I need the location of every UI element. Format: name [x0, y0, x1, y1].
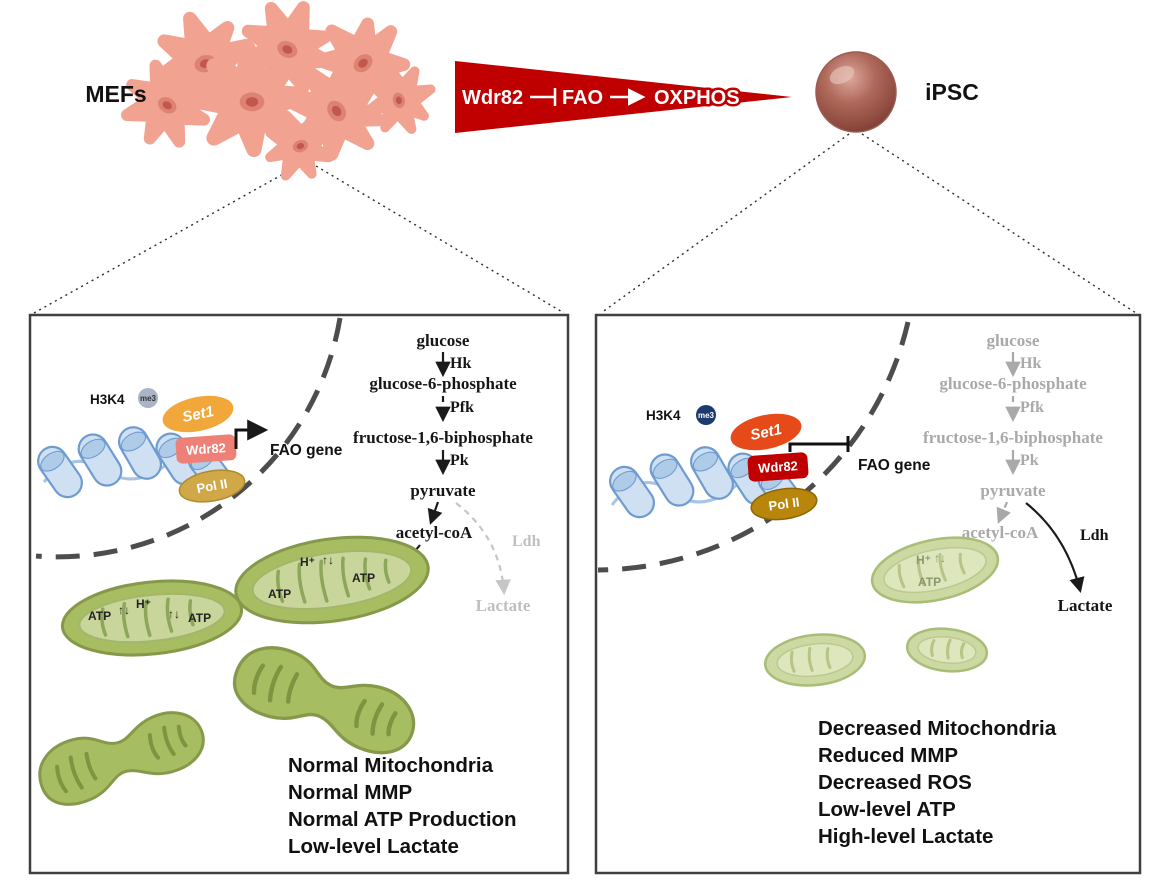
- proton-flux-arrows: ↑↓: [118, 603, 130, 617]
- mef-cell-cluster: [113, 0, 439, 185]
- summary-line: Decreased ROS: [818, 771, 972, 794]
- me3-label: me3: [140, 394, 157, 403]
- wedge-fao-label: FAO: [562, 87, 603, 109]
- wdr82-protein: Wdr82: [747, 452, 809, 482]
- ipsc-label: iPSC: [925, 79, 979, 105]
- pol2-protein: Pol II: [750, 487, 818, 521]
- atp-label: ATP: [352, 571, 375, 585]
- wdr82-label: Wdr82: [186, 440, 227, 458]
- zoom-connector-lines: [33, 133, 1137, 314]
- pk-label: Pk: [1020, 452, 1039, 469]
- transcription-start-arrow: [234, 419, 269, 449]
- hk-label: Hk: [1020, 355, 1041, 372]
- connector-right-b: [861, 133, 1137, 314]
- h-plus-label: H⁺: [136, 597, 151, 611]
- h-plus-label: H⁺: [916, 553, 931, 567]
- summary-line: Low-level Lactate: [288, 835, 459, 858]
- ldh-label: Ldh: [1080, 527, 1109, 544]
- proton-flux-arrows: ↑↓: [322, 553, 334, 567]
- ipsc-detail-panel: [594, 313, 1142, 875]
- f16bp-label: fructose-1,6-biphosphate: [923, 428, 1103, 447]
- g6p-label: glucose-6-phosphate: [369, 374, 517, 393]
- h3k4-label: H3K4: [90, 392, 125, 407]
- pfk-label: Pfk: [450, 399, 474, 416]
- chromatin-left: H3K4 me3 Set1 Wdr82 Pol II FAO gene: [31, 388, 343, 504]
- acetyl-coa-label: acetyl-coA: [396, 523, 473, 542]
- glucose-label: glucose: [987, 331, 1040, 350]
- set1-label: Set1: [181, 403, 216, 426]
- mitochondrion: [870, 536, 1000, 604]
- me3-badge: [138, 388, 158, 408]
- connector-right-a: [600, 133, 850, 314]
- ldh-label: Ldh: [512, 533, 541, 550]
- wedge-wdr82-label: Wdr82: [462, 87, 523, 109]
- atp-label: ATP: [188, 611, 211, 625]
- ipsc-highlight: [829, 65, 855, 85]
- summary-left: Normal Mitochondria Normal MMP Normal AT…: [288, 754, 517, 858]
- mitochondrion: [60, 579, 244, 657]
- proton-flux-arrows: ↑↓: [934, 551, 946, 565]
- summary-line: Normal Mitochondria: [288, 754, 494, 777]
- connector-left-b: [310, 162, 565, 314]
- pfk-label: Pfk: [1020, 399, 1044, 416]
- set1-label: Set1: [749, 421, 784, 444]
- lactate-label: Lactate: [476, 596, 531, 615]
- glycolysis-left: glucose Hk glucose-6-phosphate Pfk fruct…: [353, 331, 541, 615]
- fao-gene-label: FAO gene: [858, 457, 931, 474]
- pol2-protein: Pol II: [178, 469, 246, 503]
- set1-protein: Set1: [730, 413, 802, 451]
- summary-line: Low-level ATP: [818, 798, 956, 821]
- wdr82-protein: Wdr82: [175, 434, 237, 464]
- h3k4-label: H3K4: [646, 408, 681, 423]
- ipsc-cell: [815, 51, 897, 133]
- glucose-label: glucose: [417, 331, 470, 350]
- proton-flux-arrows: ↑↓: [168, 607, 180, 621]
- mitochondria-left: H⁺ ↑↓ ATP ATP ATP ↑↓ H⁺ ↑↓ ATP: [28, 535, 430, 818]
- arrow-ldh: [455, 502, 511, 596]
- arrow-ldh: [1025, 502, 1085, 593]
- ipsc-sphere: [815, 51, 897, 133]
- lactate-label: Lactate: [1058, 596, 1113, 615]
- arrow-pyruvate-acetyl: [427, 501, 443, 525]
- reprogramming-wedge: Wdr82 FAO OXPHOS: [455, 61, 792, 133]
- set1-protein: Set1: [162, 395, 234, 433]
- atp-label: ATP: [268, 587, 291, 601]
- summary-line: Reduced MMP: [818, 744, 958, 767]
- mitochondrion: [905, 627, 989, 673]
- summary-line: Decreased Mitochondria: [818, 717, 1057, 740]
- fao-gene-label: FAO gene: [270, 442, 343, 459]
- summary-line: Normal ATP Production: [288, 808, 517, 831]
- atp-label: ATP: [88, 609, 111, 623]
- mefs-label: MEFs: [85, 81, 146, 107]
- me3-label: me3: [698, 411, 715, 420]
- transcription-block-line: [788, 442, 848, 452]
- mitochondria-right: H⁺ ↑↓ ATP: [763, 536, 1000, 687]
- mitochondrion: [234, 535, 430, 625]
- pk-label: Pk: [450, 452, 469, 469]
- summary-line: Normal MMP: [288, 781, 412, 804]
- summary-line: High-level Lactate: [818, 825, 993, 848]
- hk-label: Hk: [450, 355, 471, 372]
- pyruvate-label: pyruvate: [980, 481, 1046, 500]
- g6p-label: glucose-6-phosphate: [939, 374, 1087, 393]
- h-plus-label: H⁺: [300, 555, 315, 569]
- wdr82-label: Wdr82: [758, 458, 799, 476]
- me3-badge: [696, 405, 716, 425]
- nuclear-envelope-right: [597, 321, 911, 573]
- acetyl-coa-label: acetyl-coA: [962, 523, 1039, 542]
- pol2-label: Pol II: [768, 494, 801, 513]
- atp-label: ATP: [918, 575, 941, 589]
- f16bp-label: fructose-1,6-biphosphate: [353, 428, 533, 447]
- pol2-label: Pol II: [195, 476, 228, 496]
- glycolysis-right: glucose Hk glucose-6-phosphate Pfk fruct…: [923, 331, 1113, 615]
- nuclear-envelope-left: [35, 317, 343, 560]
- connector-left-a: [33, 162, 304, 314]
- wedge-oxphos-label: OXPHOS: [654, 87, 740, 109]
- summary-right: Decreased Mitochondria Reduced MMP Decre…: [818, 717, 1057, 848]
- arrow-pyruvate-acetyl: [996, 501, 1011, 524]
- mitochondrion: [763, 633, 867, 687]
- chromatin-right: H3K4 me3 Set1 Wdr82 Pol II FAO gene: [603, 405, 931, 524]
- pyruvate-label: pyruvate: [410, 481, 476, 500]
